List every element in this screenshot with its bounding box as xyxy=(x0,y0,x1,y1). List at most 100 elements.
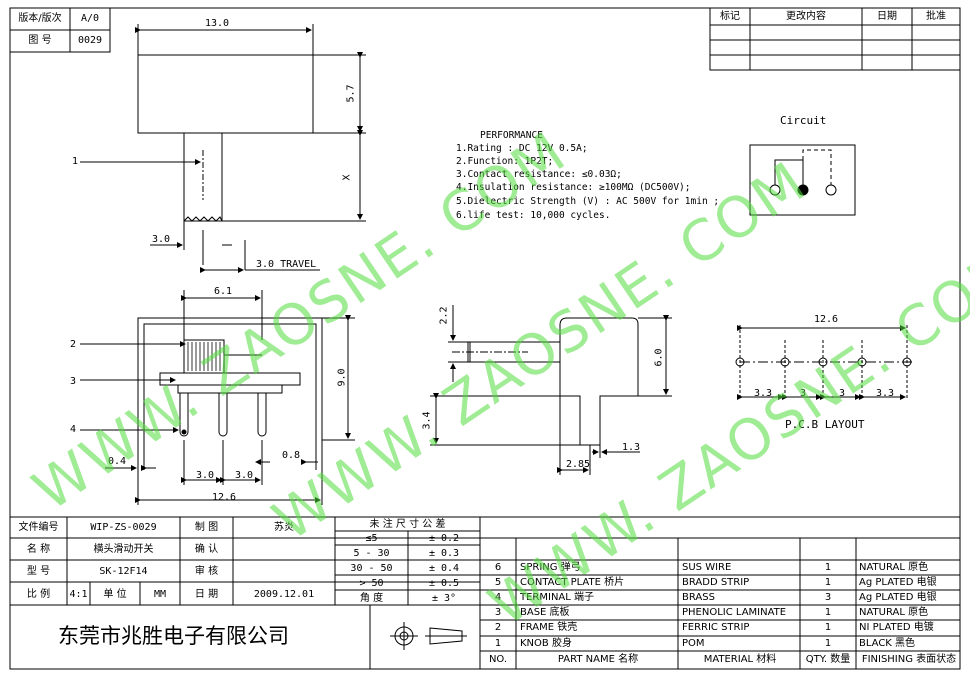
bom-header-qty: QTY. 数量 xyxy=(805,654,851,665)
dim-0-4: 0.4 xyxy=(108,456,127,467)
dim-top-x: X xyxy=(341,174,353,181)
side-view xyxy=(430,305,672,475)
pcb-dim: 3 xyxy=(839,388,846,399)
callout-1: 1 xyxy=(72,156,79,167)
dim-6-1: 6.1 xyxy=(214,286,233,297)
bom-cell-qty: 1 xyxy=(824,562,832,573)
tb-key: 制 图 xyxy=(194,522,219,533)
bom-header-finish: FINISHING 表面状态 xyxy=(861,654,957,665)
performance-line: 5.Dielectric Strength (V) : AC 500V for … xyxy=(456,196,720,207)
dim-2-85: 2.85 xyxy=(566,459,591,470)
tol-value: ± 0.3 xyxy=(428,548,460,559)
performance-line: 3.Contact resistance: ≤0.03Ω; xyxy=(456,169,622,180)
bom-cell-material: SUS WIRE xyxy=(682,562,732,573)
company-name: 东莞市兆胜电子有限公司 xyxy=(58,624,289,648)
tb-name: 横头滑动开关 xyxy=(93,544,154,555)
tol-value: ± 0.2 xyxy=(428,533,460,544)
bom-cell-material: BRASS xyxy=(682,592,715,603)
circuit-title: Circuit xyxy=(780,114,827,127)
version-value: A/0 xyxy=(80,13,100,24)
dim-0-8: 0.8 xyxy=(282,450,301,461)
bom-cell-finish: BLACK 黑色 xyxy=(859,638,916,649)
bom-cell-name: BASE 底板 xyxy=(520,607,570,618)
title-block-lines xyxy=(10,516,960,669)
bom-cell-finish: Ag PLATED 电银 xyxy=(859,592,937,603)
performance-title: PERFORMANCE xyxy=(480,130,543,141)
performance-line: 1.Rating : DC 12V 0.5A; xyxy=(456,143,588,154)
bom-cell-no: 3 xyxy=(494,607,502,618)
callout-4: 4 xyxy=(70,424,77,435)
rev-header-date: 日期 xyxy=(877,11,897,22)
tol-range: > 50 xyxy=(359,578,384,589)
revision-table xyxy=(709,7,961,71)
drawing-no-label: 图 号 xyxy=(28,35,52,46)
bom-cell-no: 1 xyxy=(494,638,502,649)
bom-cell-no: 2 xyxy=(494,622,502,633)
pcb-dim: 3 xyxy=(800,388,807,399)
tb-file-no: WIP-ZS-0029 xyxy=(90,522,157,533)
dim-top-width: 13.0 xyxy=(205,18,230,29)
dim-3-0-b: 3.0 xyxy=(235,470,254,481)
tb-key: 比 例 xyxy=(26,589,51,600)
bom-cell-name: KNOB 胶身 xyxy=(520,638,572,649)
tb-model: SK-12F14 xyxy=(99,566,148,577)
circuit-diagram xyxy=(749,144,856,216)
callout-3: 3 xyxy=(70,376,77,387)
bom-cell-name: FRAME 铁壳 xyxy=(520,622,578,633)
bom-cell-qty: 1 xyxy=(824,577,832,588)
tol-range: 角 度 xyxy=(359,593,384,604)
bom-cell-no: 4 xyxy=(494,592,502,603)
bom-header-name: PART NAME 名称 xyxy=(557,654,639,665)
bom-cell-finish: NATURAL 原色 xyxy=(859,562,929,573)
pcb-dim: 3.3 xyxy=(876,388,895,399)
tb-key: 审 核 xyxy=(194,566,219,577)
tol-value: ± 3° xyxy=(431,593,457,604)
bom-cell-qty: 1 xyxy=(824,622,832,633)
performance-line: 2.Function: 1P2T; xyxy=(456,156,554,167)
bom-header-no: NO. xyxy=(488,654,508,665)
bom-header-material: MATERIAL 材料 xyxy=(703,654,777,665)
tb-date: 2009.12.01 xyxy=(253,589,315,600)
dim-2-2: 2.2 xyxy=(438,306,450,325)
performance-line: 6.life test: 10,000 cycles. xyxy=(456,210,611,221)
dim-12-6: 12.6 xyxy=(212,492,237,503)
knob-front xyxy=(183,339,225,374)
tb-key: 文件编号 xyxy=(18,522,59,533)
rev-header-content: 更改内容 xyxy=(786,11,826,22)
front-view xyxy=(80,290,355,505)
tb-scale: 4:1 xyxy=(69,589,88,600)
dim-top-height: 5.7 xyxy=(345,84,357,103)
tb-key: 型 号 xyxy=(26,566,51,577)
bom-cell-qty: 1 xyxy=(824,638,832,649)
drawing-no-value: 0029 xyxy=(77,35,103,46)
pcb-layout xyxy=(735,325,915,400)
rev-header-approve: 批准 xyxy=(926,11,946,22)
sheet-border xyxy=(9,7,961,670)
bom-cell-qty: 1 xyxy=(824,607,832,618)
bom-cell-qty: 3 xyxy=(824,592,832,603)
pcb-title: P.C.B LAYOUT xyxy=(785,418,865,431)
bom-cell-material: BRADD STRIP xyxy=(682,577,750,588)
dim-1-3: 1.3 xyxy=(622,442,641,453)
bom-cell-no: 5 xyxy=(494,577,502,588)
rev-header-mark: 标记 xyxy=(720,11,740,22)
bom-cell-finish: NI PLATED 电镀 xyxy=(859,622,934,633)
dim-9-0: 9.0 xyxy=(336,368,348,387)
top-view xyxy=(80,24,366,273)
tb-key: 日 期 xyxy=(194,589,219,600)
tolerance-title: 未 注 尺 寸 公 差 xyxy=(369,519,446,530)
dim-6-0: 6.0 xyxy=(653,348,665,367)
tol-range: 30 - 50 xyxy=(350,563,393,574)
tol-value: ± 0.4 xyxy=(428,563,460,574)
dim-3-0-a: 3.0 xyxy=(196,470,215,481)
bom-cell-name: CONTACT PLATE 桥片 xyxy=(520,577,625,588)
actuator-shaft xyxy=(183,132,223,222)
bom-cell-material: POM xyxy=(682,638,705,649)
tol-value: ± 0.5 xyxy=(428,578,460,589)
performance-line: 4.Insulation resistance: ≥100MΩ (DC500V)… xyxy=(456,182,691,193)
dim-top-3-0: 3.0 xyxy=(152,234,171,245)
dim-travel: 3.0 TRAVEL xyxy=(256,259,317,270)
version-label: 版本/版次 xyxy=(18,13,62,24)
